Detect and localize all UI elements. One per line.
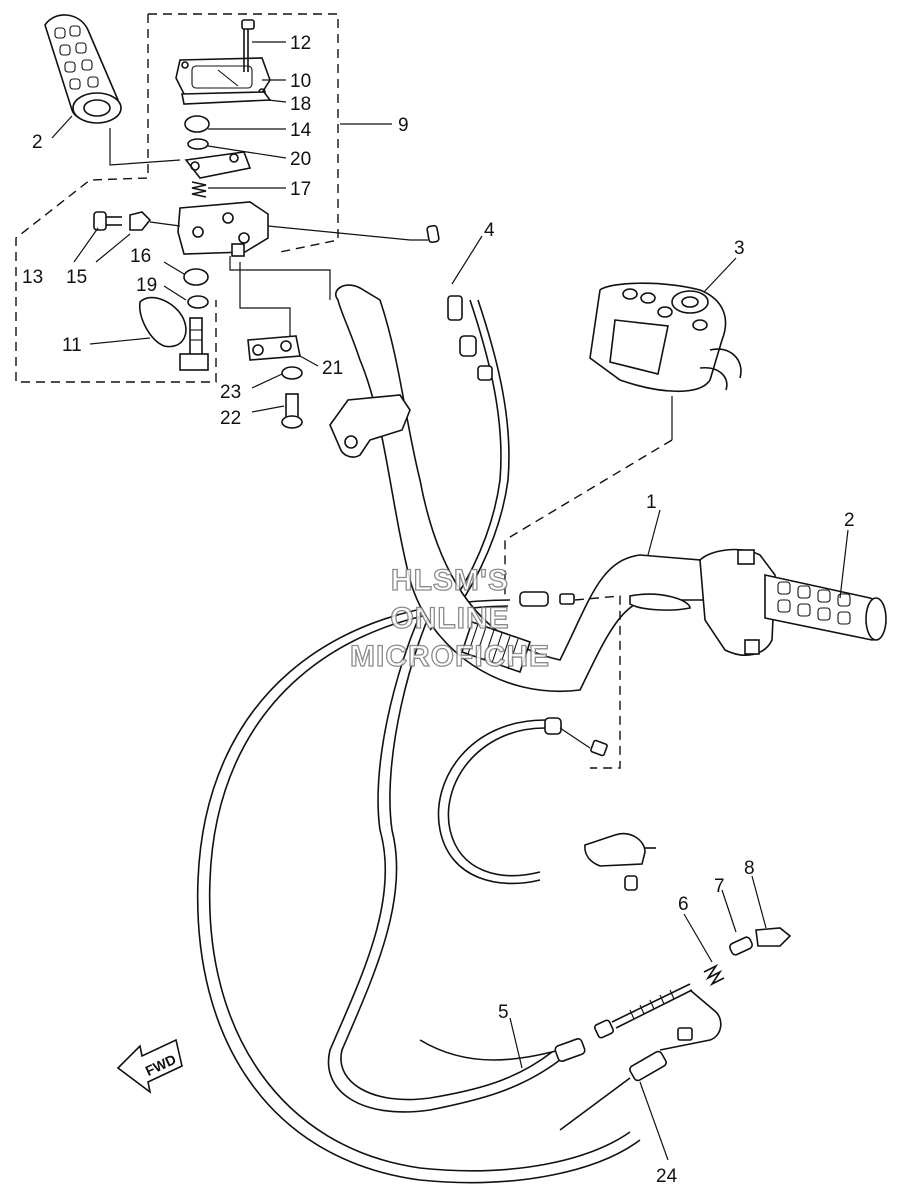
callout-15: 15	[66, 267, 87, 288]
callout-8: 8	[744, 858, 755, 879]
throttle-washer-nut	[184, 115, 210, 150]
callout-18: 18	[290, 94, 311, 115]
handlebar	[329, 284, 706, 692]
callout-12: 12	[290, 33, 311, 54]
callout-2-right: 2	[844, 510, 855, 531]
callout-leaders	[51, 41, 849, 1161]
left-grip	[44, 14, 181, 166]
callout-3: 3	[734, 238, 745, 259]
callout-2-left: 2	[32, 132, 43, 153]
throttle-spring	[191, 181, 207, 198]
throttle-lever-parts	[139, 268, 209, 371]
callout-10: 10	[290, 71, 311, 92]
callout-17: 17	[290, 179, 311, 200]
callout-20: 20	[290, 149, 311, 170]
throttle-assembly-dashed-box	[15, 13, 339, 383]
callout-13: 13	[22, 267, 43, 288]
fwd-arrow-icon: FWD	[116, 1038, 183, 1094]
bar-cable-fittings	[519, 591, 691, 769]
callout-11: 11	[62, 335, 82, 356]
watermark-line-3: MICROFICHE	[350, 640, 550, 673]
mid-cable-fittings	[544, 717, 656, 891]
callout-24: 24	[656, 1166, 678, 1187]
callout-21: 21	[322, 358, 343, 379]
throttle-housing	[177, 201, 269, 257]
switch-assembly	[504, 282, 742, 595]
callout-labels: 1 2 2 3 4 5 6 7 8 9 10 11 12 13 14 15 16…	[22, 33, 855, 1187]
housing-bolt-nut	[93, 211, 181, 231]
callout-19: 19	[136, 275, 157, 296]
cable4-fittings	[426, 224, 493, 381]
right-grip	[764, 574, 887, 641]
callout-4: 4	[484, 220, 495, 241]
watermark: HLSM'S ONLINE MICROFICHE	[349, 563, 550, 673]
watermark-line-2: ONLINE	[390, 602, 509, 635]
callout-6: 6	[678, 894, 689, 915]
adjuster-nut	[755, 927, 792, 947]
callout-7: 7	[714, 876, 725, 897]
adjuster-bolt	[729, 936, 753, 956]
cable-5	[419, 983, 693, 1062]
cover-screw	[241, 19, 255, 72]
callout-22: 22	[220, 408, 241, 429]
watermark-line-1: HLSM'S	[391, 564, 509, 597]
callout-1: 1	[646, 492, 657, 513]
callout-5: 5	[498, 1002, 509, 1023]
cable-24	[559, 989, 722, 1131]
right-switch-housing	[699, 548, 776, 656]
callout-9: 9	[398, 115, 409, 136]
callout-16: 16	[130, 246, 151, 267]
cable-clamp-parts	[247, 335, 303, 429]
cover-gasket	[181, 91, 272, 105]
throttle-cover	[175, 57, 271, 97]
callout-14: 14	[290, 120, 312, 141]
adjuster-spring	[703, 963, 725, 987]
callout-23: 23	[220, 382, 241, 403]
throttle-lever-plate	[184, 151, 252, 179]
